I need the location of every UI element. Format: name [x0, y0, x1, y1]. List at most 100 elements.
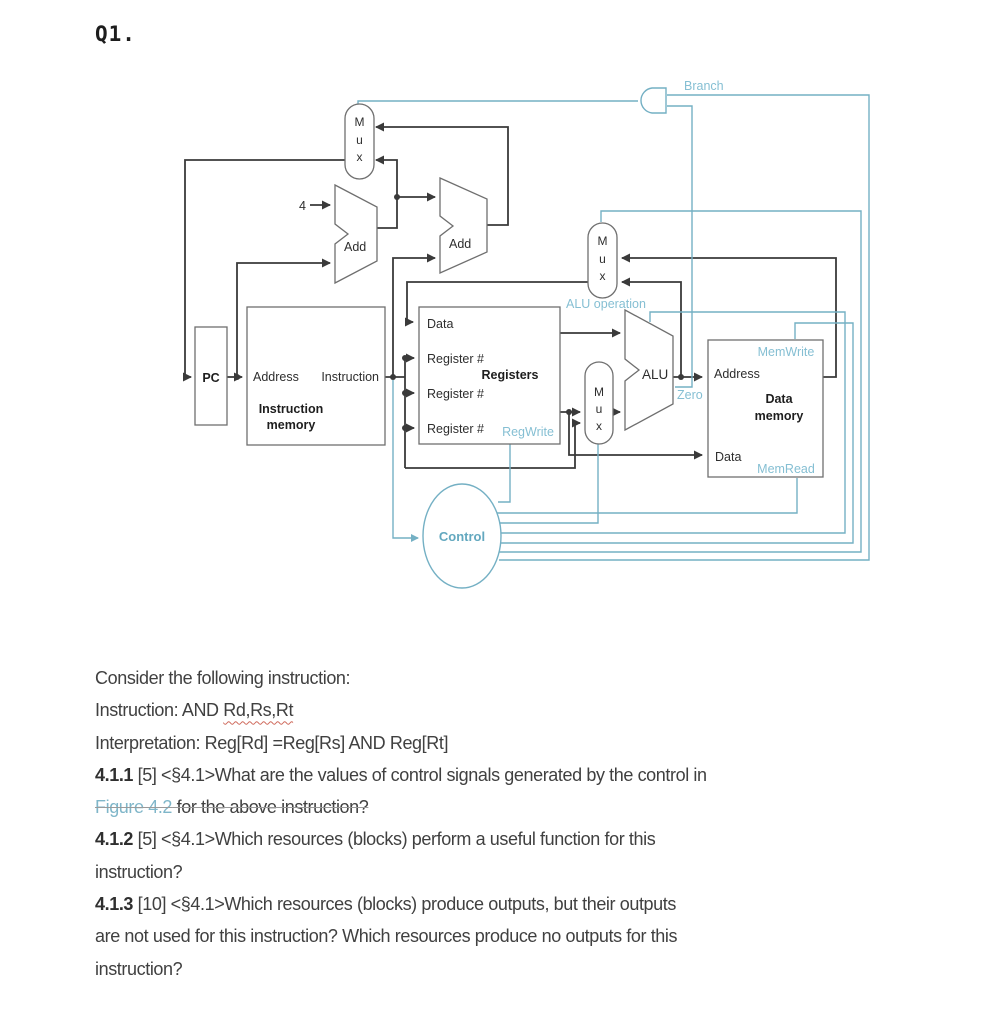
problem-number: 4.1.3	[95, 894, 134, 915]
mux-letter: x	[600, 269, 606, 283]
problem-number: 4.1.2	[95, 829, 134, 850]
text-line-1: Consider the following instruction:	[95, 662, 905, 694]
zero-label: Zero	[677, 388, 703, 402]
registers-title: Registers	[482, 368, 539, 382]
wire-andgate-to-pcmux	[357, 100, 638, 104]
imem-title-line2: memory	[267, 418, 316, 432]
junction-dot	[234, 374, 240, 380]
data-memory-block	[707, 339, 824, 478]
junction-dot	[402, 355, 408, 361]
wire-instr-to-control	[392, 380, 419, 542]
imem-instruction-label: Instruction	[321, 370, 379, 384]
memread-label: MemRead	[757, 462, 815, 476]
dmem-data-label: Data	[715, 450, 741, 464]
pc-mux	[344, 103, 375, 180]
wire-instr-to-add2	[392, 253, 436, 377]
add2-label: Add	[449, 237, 471, 251]
imem-address-label: Address	[253, 370, 299, 384]
line-text: instruction?	[95, 861, 183, 882]
and-gate	[640, 87, 667, 114]
dmem-title-line1: Data	[765, 392, 793, 406]
wire-wbmux-to-registers	[405, 281, 588, 327]
constant-four-label: 4	[299, 199, 306, 213]
add-label: Add	[344, 240, 366, 254]
misspelled-operands: Rd,Rs,Rt	[223, 700, 294, 721]
text-line-4: 4.1.1 [5] <§4.1>What are the values of c…	[95, 759, 905, 791]
wire-zero	[667, 105, 693, 388]
junction-dot	[390, 374, 396, 380]
line-text: are not used for this instruction? Which…	[95, 926, 678, 947]
alu-block	[624, 308, 674, 432]
add2-block	[439, 176, 488, 275]
line-text: Interpretation: Reg[Rd] =Reg[Rs] AND Reg…	[95, 732, 449, 753]
pc-block	[194, 326, 228, 426]
control-wires	[357, 94, 870, 561]
register-num2-label: Register #	[427, 387, 484, 401]
alusrc-mux-label: M u x	[594, 385, 604, 433]
dmem-address-label: Address	[714, 367, 760, 381]
question-text: Consider the following instruction: Inst…	[95, 662, 905, 985]
branch-label: Branch	[684, 79, 724, 93]
line-text: [5] <§4.1>What are the values of control…	[133, 764, 707, 785]
register-num3-label: Register #	[427, 422, 484, 436]
junction-dots	[234, 194, 684, 431]
problem-number: 4.1.1	[95, 764, 134, 785]
junction-dot	[394, 194, 400, 200]
memtoreg-mux	[587, 222, 618, 299]
line-text: [10] <§4.1>Which resources (blocks) prod…	[133, 894, 677, 915]
pc-mux-label: M u x	[355, 115, 365, 164]
wire-readdata2-to-dmem	[568, 412, 703, 460]
line-text: Consider the following instruction:	[95, 668, 351, 688]
junction-dot	[678, 374, 684, 380]
line-text: [5] <§4.1>Which resources (blocks) perfo…	[133, 829, 656, 850]
registers-block	[418, 306, 561, 445]
register-num1-label: Register #	[427, 352, 484, 366]
text-line-6: 4.1.2 [5] <§4.1>Which resources (blocks)…	[95, 823, 905, 855]
control-unit	[422, 483, 502, 589]
line-text: instruction?	[95, 958, 183, 979]
text-line-10: instruction?	[95, 953, 905, 985]
line-text: for the above instruction?	[172, 797, 369, 818]
mux-letter: M	[598, 234, 608, 248]
text-line-8: 4.1.3 [10] <§4.1>Which resources (blocks…	[95, 888, 905, 920]
text-line-9: are not used for this instruction? Which…	[95, 920, 905, 952]
text-line-7: instruction?	[95, 856, 905, 888]
junction-dot	[402, 425, 408, 431]
junction-dot	[566, 409, 572, 415]
wire-pc-to-add	[236, 258, 331, 377]
wire-mux-to-pc	[183, 159, 345, 382]
wire-memtoreg	[497, 210, 862, 553]
wire-memread	[495, 478, 798, 514]
question-number: Q1.	[95, 22, 136, 46]
mux-letter: x	[596, 419, 602, 433]
alu-label: ALU	[642, 367, 668, 382]
registers-data-label: Data	[427, 317, 453, 331]
mux-letter: u	[599, 252, 606, 266]
text-line-2: Instruction: AND Rd,Rs,Rt	[95, 694, 905, 726]
instruction-memory-block	[246, 306, 386, 446]
regwrite-label: RegWrite	[502, 425, 554, 439]
wire-memdata-to-wbmux	[621, 253, 837, 378]
wire-add2-to-mux	[375, 122, 509, 226]
text-line-5: Figure 4.2 for the above instruction?	[95, 791, 905, 823]
line-text: Instruction: AND	[95, 700, 224, 721]
wire-regwrite	[498, 444, 511, 503]
mux-letter: M	[355, 115, 365, 129]
mux-letter: u	[596, 402, 603, 416]
control-label: Control	[439, 529, 485, 544]
mux-letter: u	[356, 133, 363, 147]
text-line-3: Interpretation: Reg[Rd] =Reg[Rs] AND Reg…	[95, 727, 905, 759]
mux-letter: M	[594, 385, 604, 399]
wire-instr-to-alumux	[405, 418, 581, 469]
alu-operation-label: ALU operation	[566, 297, 646, 311]
add-block	[334, 183, 378, 285]
alusrc-mux	[584, 361, 614, 445]
dmem-title-line2: memory	[755, 409, 804, 423]
datapath-diagram: PC Address Instruction Instruction memor…	[183, 79, 870, 589]
wire-branch	[499, 94, 870, 561]
imem-title-line1: Instruction	[259, 402, 324, 416]
memwrite-label: MemWrite	[758, 345, 815, 359]
figure-link[interactable]: Figure 4.2	[95, 797, 173, 818]
datapath-wires	[183, 122, 837, 469]
